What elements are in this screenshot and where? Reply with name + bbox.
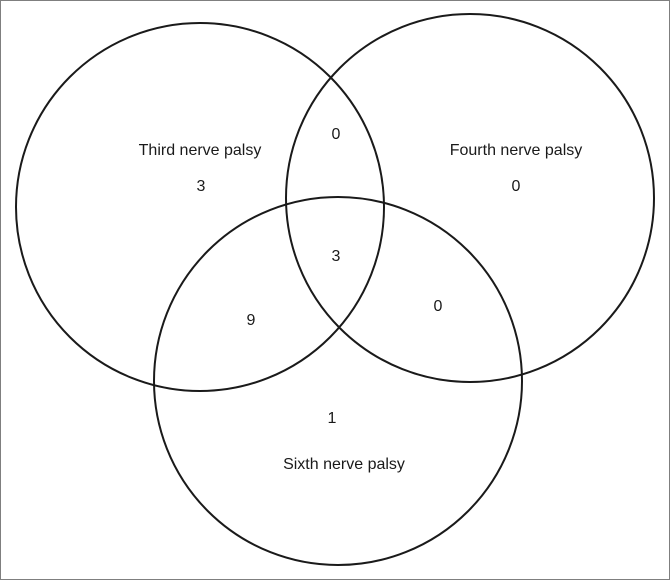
fourth-sixth-count: 0	[434, 298, 443, 315]
fourth-nerve-palsy-circle	[285, 13, 655, 383]
third-nerve-palsy-circle	[15, 22, 385, 392]
third-nerve-palsy-label: Third nerve palsy	[139, 142, 262, 159]
fourth-nerve-palsy-label: Fourth nerve palsy	[450, 142, 583, 159]
sixth-nerve-palsy-label: Sixth nerve palsy	[283, 456, 405, 473]
sixth-only-count: 1	[328, 410, 337, 427]
third-sixth-count: 9	[247, 312, 256, 329]
third-fourth-count: 0	[332, 126, 341, 143]
sixth-nerve-palsy-circle	[153, 196, 523, 566]
fourth-only-count: 0	[512, 178, 521, 195]
third-only-count: 3	[197, 178, 206, 195]
all-three-count: 3	[332, 248, 341, 265]
